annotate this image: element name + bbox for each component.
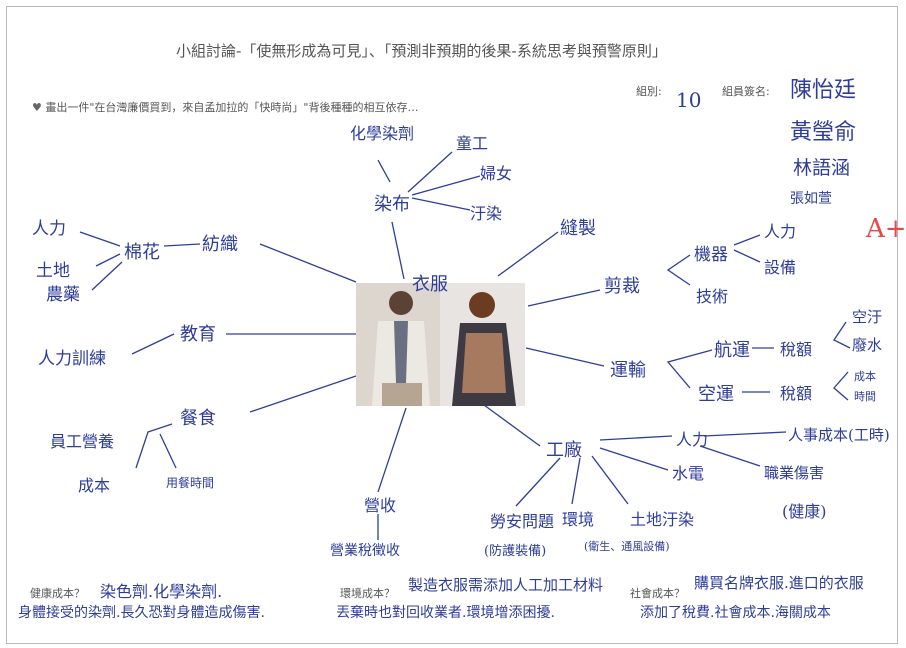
member-name-1: 陳怡廷 (790, 78, 857, 103)
node-manpower-2: 人力 (676, 430, 709, 449)
node-air-freight: 空運 (698, 384, 734, 405)
heart-icon: ♥ (32, 101, 42, 114)
node-transport: 運輸 (610, 360, 646, 381)
prompt-line: ♥ 畫出一件"在台灣廉價買到，來自孟加拉的「快時尚」"背後種種的相互依存… (32, 99, 419, 115)
node-marketing: 營收 (364, 496, 397, 515)
group-number: 10 (676, 88, 702, 112)
node-staff-nutrition: 員工營養 (50, 432, 115, 451)
member-name-3: 林語涵 (793, 157, 851, 179)
node-occupational-injury: 職業傷害 (764, 464, 825, 482)
member-name-4: 張如萱 (790, 191, 832, 207)
clothing-photo (356, 283, 525, 406)
prompt-text: 畫出一件"在台灣廉價買到，來自孟加拉的「快時尚」"背後種種的相互依存… (45, 101, 419, 114)
node-tax-2: 稅額 (780, 384, 813, 403)
node-environment: 環境 (562, 510, 595, 529)
node-time: 時間 (854, 390, 876, 403)
node-machines: 機器 (694, 245, 728, 265)
node-waste-water: 廢水 (852, 336, 883, 354)
node-meal-time: 用餐時間 (166, 476, 215, 490)
node-tax-1: 稅額 (780, 340, 813, 359)
node-shipping: 航運 (714, 340, 750, 361)
node-land: 土地 (36, 261, 70, 281)
node-air-pollution: 空汙 (852, 308, 883, 326)
node-cost-2: 成本 (78, 476, 111, 495)
node-technique: 技術 (696, 287, 729, 306)
environment-cost-answer-1: 製造衣服需添加人工加工材料 (408, 576, 604, 594)
node-chemical-dyes: 化學染劑 (350, 124, 415, 143)
group-label: 組別: (636, 85, 662, 98)
node-equipment: 設備 (764, 258, 797, 277)
node-protective-gear: (防護裝備) (484, 544, 547, 559)
page-title: 小組討論-「使無形成為可見」、「預測非預期的後果-系統思考與預警原則」 (176, 42, 667, 60)
node-land-pollution: 土地汙染 (630, 510, 695, 529)
social-cost-answer-2: 添加了稅費.社會成本.海關成本 (640, 605, 831, 621)
grade-mark: A+ (866, 214, 906, 244)
node-personnel-cost: 人事成本(工時) (788, 426, 890, 444)
node-meals: 餐食 (180, 408, 216, 429)
node-manpower-1: 人力 (764, 222, 797, 241)
node-cost: 成本 (854, 370, 876, 383)
health-cost-label: 健康成本？ (30, 587, 85, 600)
social-cost-answer-1: 購買名牌衣服.進口的衣服 (694, 574, 864, 592)
node-environment-note: (衛生、通風設備) (584, 540, 670, 553)
environment-cost-label: 環境成本？ (340, 587, 395, 600)
node-sewing: 縫製 (560, 218, 596, 239)
member-name-2: 黃瑩俞 (790, 120, 857, 145)
health-cost-answer-2: 身體接受的染劑.長久恐對身體造成傷害. (18, 605, 265, 621)
node-cutting: 剪裁 (604, 276, 640, 297)
social-cost-label: 社會成本？ (630, 587, 685, 600)
node-manpower-3: 人力 (32, 219, 66, 239)
node-factory: 工廠 (546, 440, 582, 461)
node-center: 衣服 (412, 274, 448, 295)
environment-cost-answer-2: 丟棄時也對回收業者.環境增添困擾. (336, 605, 555, 621)
models-illustration (356, 283, 525, 406)
node-business-tax: 營業稅徵收 (330, 543, 400, 559)
node-cotton: 棉花 (124, 242, 160, 263)
members-label: 組員簽名: (722, 85, 770, 98)
node-pesticide: 農藥 (46, 285, 80, 305)
node-dyeing: 染布 (374, 194, 410, 215)
node-pollution: 汙染 (470, 204, 503, 223)
node-child-labor: 童工 (456, 134, 489, 153)
node-health: (健康) (782, 502, 827, 521)
health-cost-answer-1: 染色劑.化學染劑. (100, 582, 223, 601)
node-utilities: 水電 (672, 464, 705, 483)
node-labor-safety: 勞安問題 (490, 512, 555, 531)
node-weaving: 紡織 (202, 234, 238, 255)
node-education: 教育 (180, 324, 216, 345)
node-women: 婦女 (480, 164, 513, 183)
node-training: 人力訓練 (38, 349, 106, 369)
